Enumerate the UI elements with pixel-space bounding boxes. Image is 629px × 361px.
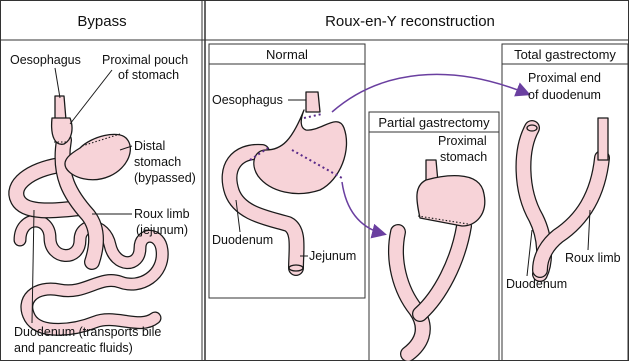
label-total-proximal-end-1: Proximal end	[528, 71, 601, 85]
normal-jejunum-end	[289, 265, 303, 271]
partial-proximal-stomach	[417, 176, 485, 226]
normal-stomach	[254, 110, 347, 194]
label-bypass-oesophagus: Oesophagus	[10, 53, 81, 67]
label-total-roux-limb: Roux limb	[565, 251, 621, 265]
arrow-to-partial	[342, 182, 384, 234]
label-partial-proximal-2: stomach	[440, 150, 487, 164]
lead-proximal-pouch	[70, 70, 112, 124]
partial-limbs	[396, 226, 464, 354]
label-distal-1: Distal	[134, 139, 165, 153]
total-duodenum-end	[527, 125, 537, 131]
total-oesophagus	[598, 118, 608, 160]
distal-stomach	[65, 134, 130, 179]
label-normal-duodenum: Duodenum	[212, 233, 273, 247]
normal-oesophagus	[306, 92, 320, 112]
label-distal-3: (bypassed)	[134, 171, 196, 185]
partial-illustration	[396, 160, 485, 354]
lead-total-duodenum	[527, 230, 532, 276]
normal-cut-line-oesophagus	[304, 114, 322, 118]
label-roux-limb-1: Roux limb	[134, 207, 190, 221]
proximal-pouch	[52, 118, 72, 144]
panel-partial-title: Partial gastrectomy	[378, 115, 490, 130]
panel-normal-title: Normal	[266, 47, 308, 62]
label-total-proximal-end-2: of duodenum	[528, 88, 601, 102]
bypass-oesophagus	[55, 96, 66, 120]
header-roux: Roux-en-Y reconstruction	[325, 13, 495, 30]
panel-total-title: Total gastrectomy	[514, 47, 616, 62]
label-proximal-pouch-1: Proximal pouch	[102, 53, 188, 67]
label-distal-2: stomach	[134, 155, 181, 169]
label-normal-oesophagus: Oesophagus	[212, 93, 283, 107]
label-duodenum-bile-2: and pancreatic fluids)	[14, 341, 133, 355]
label-proximal-pouch-2: of stomach	[118, 68, 179, 82]
label-partial-proximal-1: Proximal	[438, 134, 487, 148]
label-roux-limb-2: (jejunum)	[136, 223, 188, 237]
label-duodenum-bile-1: Duodenum (transports bile	[14, 325, 161, 339]
header-bypass: Bypass	[77, 13, 126, 30]
lead-bypass-oesophagus	[55, 68, 60, 98]
label-normal-jejunum: Jejunum	[309, 249, 356, 263]
label-total-duodenum: Duodenum	[506, 277, 567, 291]
arrow-to-total	[332, 74, 528, 112]
